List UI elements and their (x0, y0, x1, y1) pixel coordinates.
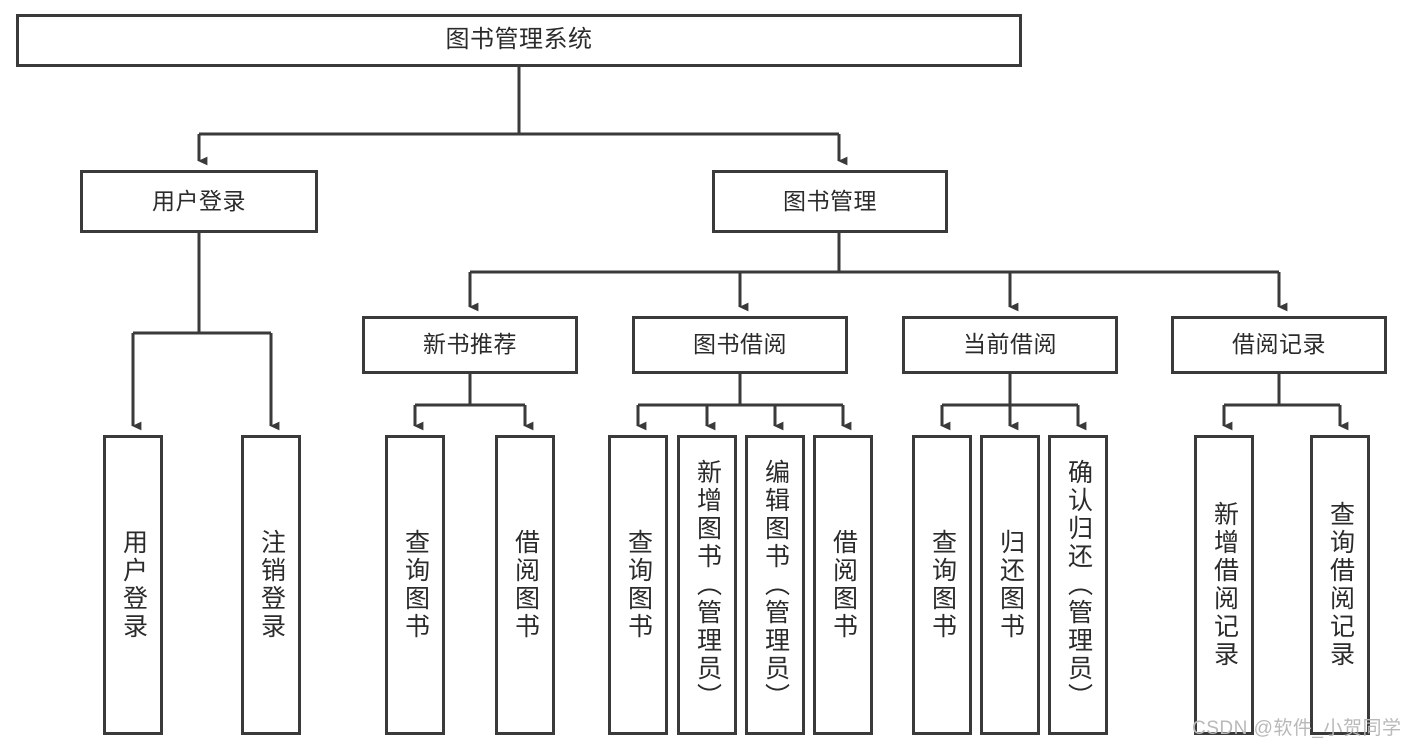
node-label: 查询图书 (401, 529, 430, 641)
leaf-query-book-borrowing[interactable]: 查询图书 (608, 435, 668, 735)
leaf-user-login[interactable]: 用户登录 (103, 435, 163, 735)
node-label: 归还图书 (996, 529, 1025, 641)
leaf-add-book-admin[interactable]: 新增图书（管理员） (677, 435, 737, 735)
node-label: 图书管理 (783, 187, 877, 214)
node-label: 用户登录 (119, 529, 148, 641)
leaf-query-book-current[interactable]: 查询图书 (912, 435, 972, 735)
node-book-management[interactable]: 图书管理 (712, 170, 948, 233)
node-label: 注销登录 (257, 529, 286, 641)
leaf-edit-book-admin[interactable]: 编辑图书（管理员） (745, 435, 805, 735)
leaf-query-book-recommendation[interactable]: 查询图书 (385, 435, 445, 735)
node-label: 借阅图书 (511, 529, 540, 641)
node-new-book-recommendation[interactable]: 新书推荐 (362, 316, 578, 374)
node-label: 新增图书（管理员） (693, 459, 722, 711)
leaf-borrow-book-borrowing[interactable]: 借阅图书 (813, 435, 873, 735)
node-root-book-management-system[interactable]: 图书管理系统 (16, 14, 1022, 67)
node-label: 新增借阅记录 (1210, 501, 1239, 669)
node-label: 图书借阅 (693, 331, 787, 358)
node-label: 查询借阅记录 (1326, 501, 1355, 669)
node-label: 当前借阅 (963, 331, 1057, 358)
node-label: 查询图书 (928, 529, 957, 641)
node-label: 查询图书 (624, 529, 653, 641)
node-user-login[interactable]: 用户登录 (80, 170, 318, 233)
node-label: 借阅图书 (829, 529, 858, 641)
node-label: 确认归还（管理员） (1064, 459, 1093, 711)
leaf-add-borrowing-record[interactable]: 新增借阅记录 (1194, 435, 1254, 735)
leaf-query-borrowing-record[interactable]: 查询借阅记录 (1310, 435, 1370, 735)
leaf-borrow-book-recommendation[interactable]: 借阅图书 (495, 435, 555, 735)
node-label: 图书管理系统 (445, 26, 593, 54)
node-label: 用户登录 (152, 187, 246, 214)
watermark-text: CSDN @软件_小贺同学 (1192, 718, 1402, 739)
node-book-borrowing[interactable]: 图书借阅 (632, 316, 848, 374)
node-current-borrowing[interactable]: 当前借阅 (902, 316, 1118, 374)
node-borrowing-record[interactable]: 借阅记录 (1171, 316, 1387, 374)
leaf-return-book[interactable]: 归还图书 (980, 435, 1040, 735)
leaf-confirm-return-admin[interactable]: 确认归还（管理员） (1048, 435, 1108, 735)
node-label: 新书推荐 (423, 331, 517, 358)
node-label: 编辑图书（管理员） (761, 459, 790, 711)
leaf-logout[interactable]: 注销登录 (241, 435, 301, 735)
node-label: 借阅记录 (1232, 331, 1326, 358)
